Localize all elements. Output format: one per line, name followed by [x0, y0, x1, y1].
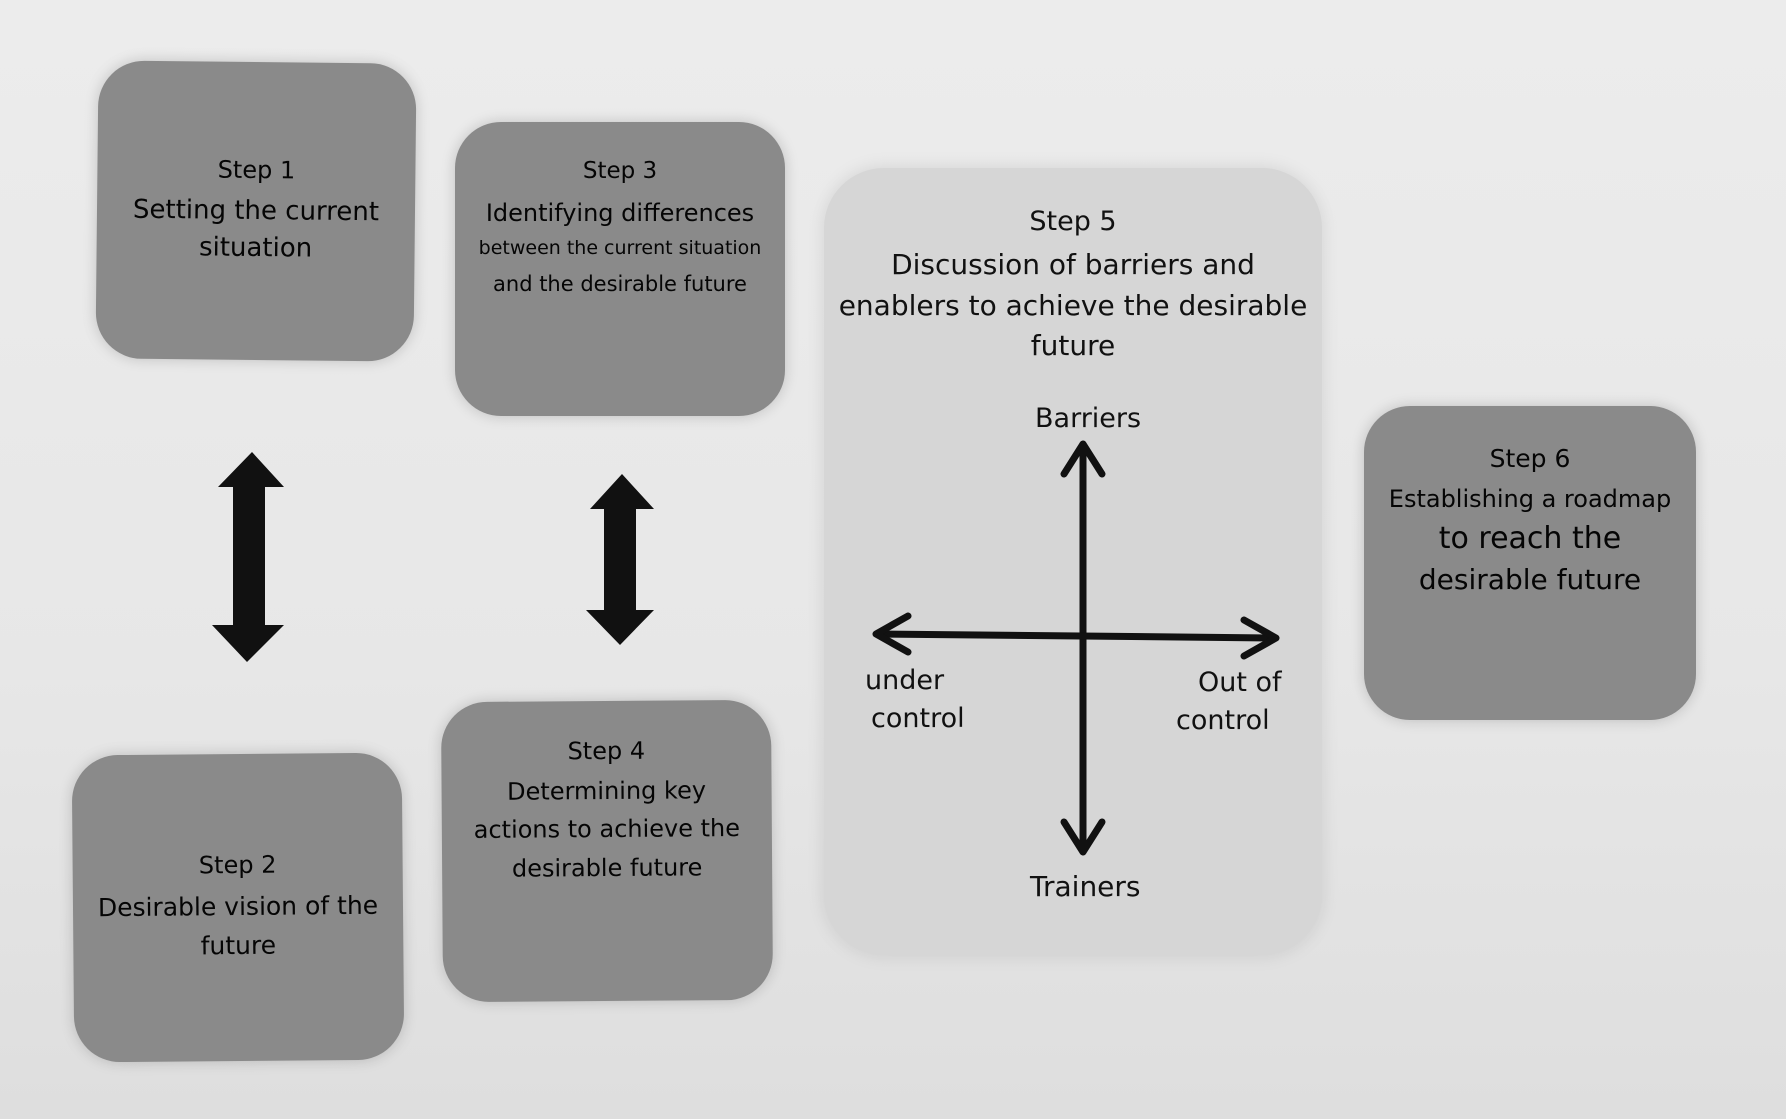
step-6-label: Step 6 — [1489, 444, 1571, 473]
step-4-text-line: Determining key — [507, 776, 707, 806]
quadrant-left-label-line: control — [871, 702, 965, 734]
step-6-box: Step 6 Establishing a roadmap to reach t… — [1364, 406, 1696, 720]
quadrant-right-label-line: Out of — [1198, 667, 1282, 698]
quadrant-bottom-label: Trainers — [1030, 870, 1141, 903]
quadrant-top-label: Barriers — [1035, 403, 1142, 434]
step-1-text-line: situation — [198, 232, 313, 265]
step-4-box: Step 4 Determining key actions to achiev… — [440, 699, 774, 1003]
quadrant-right-label-line: control — [1176, 704, 1270, 736]
quadrant-left-label-line: under — [865, 665, 945, 696]
step-6-text-line: desirable future — [1418, 563, 1642, 597]
step-6-text-line: to reach the — [1438, 520, 1622, 556]
step-6-text-line: Establishing a roadmap — [1388, 485, 1672, 513]
quadrant-right-label: Out of control — [1176, 664, 1282, 740]
step-3-text-line: and the desirable future — [493, 272, 747, 297]
step-3-text-line: between the current situation — [478, 237, 762, 260]
step-4-text-line: actions to achieve the — [473, 814, 741, 845]
step-1-text-line: Setting the current — [132, 194, 380, 228]
step-5-label: Step 5 — [1029, 206, 1117, 237]
step-5-text-line: future — [1030, 329, 1116, 363]
step-2-label: Step 2 — [198, 850, 277, 880]
step-5-title: Step 5 Discussion of barriers and enable… — [824, 204, 1322, 367]
step-1-label: Step 1 — [217, 155, 296, 185]
step-2-text-line: future — [200, 930, 277, 960]
step-5-text-line: Discussion of barriers and — [891, 248, 1255, 282]
step-5-panel: Step 5 Discussion of barriers and enable… — [824, 168, 1322, 955]
step-5-text-line: enablers to achieve the desirable — [838, 288, 1308, 322]
step-4-text-line: desirable future — [511, 852, 703, 883]
step-1-box: Step 1 Setting the current situation — [95, 60, 417, 362]
step-2-box: Step 2 Desirable vision of the future — [71, 752, 405, 1063]
step-3-box: Step 3 Identifying differences between t… — [455, 122, 785, 416]
step-3-text-line: Identifying differences — [485, 198, 755, 227]
step-4-label: Step 4 — [567, 736, 646, 766]
step-3-label: Step 3 — [582, 158, 658, 184]
quadrant-left-label: under control — [865, 662, 965, 738]
step-2-text-line: Desirable vision of the — [97, 890, 379, 923]
